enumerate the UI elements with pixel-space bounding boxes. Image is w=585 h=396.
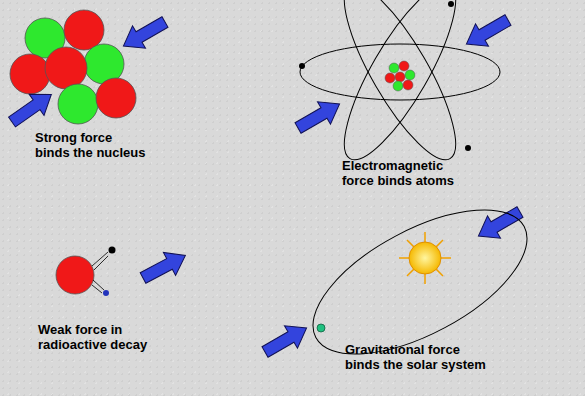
caption-label: Strong force binds the nucleus [35, 130, 147, 160]
solar-system [291, 181, 548, 384]
decay-illustration [56, 247, 116, 297]
caption-label: Electromagnetic force binds atoms [342, 158, 460, 188]
caption-label: Weak force in radioactive decay [38, 322, 153, 352]
atom [299, 0, 500, 173]
force-arrow [5, 9, 527, 364]
caption-label: Gravitational force binds the solar syst… [345, 342, 490, 372]
